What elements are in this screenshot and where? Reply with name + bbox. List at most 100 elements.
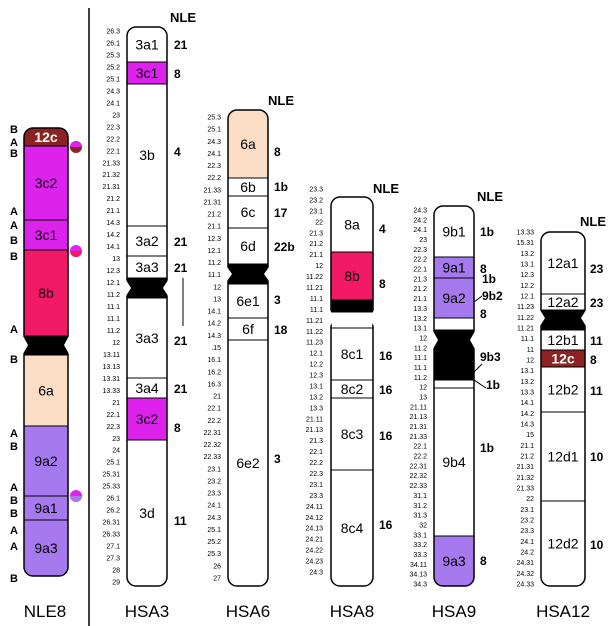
hsa9-side-label: 1b [486, 378, 500, 392]
hsa6-tick: 21.2 [207, 212, 221, 219]
hsa12-tick: 24.32 [516, 571, 534, 578]
hsa6-count: 3 [274, 452, 281, 466]
nle8-ab-letter: B [10, 495, 18, 507]
centromere-notch [264, 267, 269, 281]
hsa6-band-label: 6a [240, 136, 256, 152]
hsa12-tick: 24.1 [520, 539, 534, 546]
hsa3-tick: 26.33 [102, 532, 120, 539]
hsa3-band-label: 3c1 [136, 65, 159, 81]
hsa9-band-label: 9a1 [442, 260, 466, 276]
hsa9-tick: 24.3 [413, 208, 427, 215]
hsa8-name-caption: HSA8 [330, 602, 374, 621]
hsa6-tick: 14.1 [207, 309, 221, 316]
centromere-notch [330, 310, 335, 326]
hsa9-tick: 21.1 [413, 296, 427, 303]
hsa3-count: 21 [174, 334, 188, 348]
hsa3-band-label: 3a4 [135, 380, 159, 396]
hsa12-tick: 21.32 [516, 475, 534, 482]
hsa9-band-label: 9b4 [442, 454, 466, 470]
hsa3-tick: 11.2 [107, 292, 120, 299]
hsa9-tick: 33.2 [413, 542, 427, 549]
hsa12-name-caption: HSA12 [536, 602, 590, 621]
hsa8-band-label: 8c2 [341, 381, 364, 397]
hsa9-count: 8 [480, 262, 487, 276]
hsa8-band-label: 8c1 [341, 346, 364, 362]
hsa12-tick: 21.31 [516, 464, 534, 471]
hsa9-leader-line [473, 363, 483, 373]
hsa6-tick: 14.3 [207, 333, 221, 340]
hsa3-band [127, 83, 167, 227]
hsa12-tick: 11.21 [517, 326, 534, 333]
hsa6-tick: 24.3 [207, 515, 221, 522]
nle8-marker-dot [70, 251, 82, 257]
hsa8-tick: 21.3 [309, 438, 323, 445]
hsa12-band [541, 232, 585, 295]
hsa6-band-label: 6e1 [236, 293, 260, 309]
hsa12-count: 11 [590, 334, 603, 348]
hsa8-tick: 22.3 [309, 471, 323, 478]
hsa8-band-label: 8b [344, 268, 360, 284]
hsa6-tick: 11.2 [208, 260, 221, 267]
hsa6-name-caption: HSA6 [226, 602, 270, 621]
hsa9-tick: 22.2 [413, 257, 427, 264]
hsa12-outline [540, 231, 586, 587]
hsa9-tick: 12 [419, 335, 427, 342]
hsa8-band [331, 327, 373, 381]
hsa6-tick: 11.1 [208, 272, 221, 279]
hsa3-bands [127, 27, 167, 586]
hsa12-band [541, 500, 585, 586]
hsa6-tick: 25.2 [207, 539, 221, 546]
hsa9-name-caption: HSA9 [432, 602, 476, 621]
hsa12-tick: 13.1 [520, 262, 534, 269]
hsa9-tick: 21.2 [413, 286, 427, 293]
hsa12-tick: 23.1 [520, 507, 534, 514]
hsa12-tick: 15.31 [516, 240, 534, 247]
hsa9-tick: 11.2 [414, 345, 427, 352]
centromere-notch [433, 331, 438, 349]
hsa3-tick: 14.1 [106, 244, 120, 251]
nle8-band-label: 9a3 [34, 540, 58, 556]
hsa3-band [127, 225, 167, 257]
hsa8-tick: 11.23 [306, 340, 323, 347]
hsa8-tick: 13.2 [309, 394, 323, 401]
hsa12-tick: 15 [526, 432, 534, 439]
nle8-band-label: 3c2 [35, 175, 58, 191]
hsa6-tick: .15 [211, 345, 221, 352]
hsa9-tick: 34.11 [410, 562, 427, 569]
hsa3-tick: 28 [112, 568, 120, 575]
hsa9-tick: 21.11 [410, 404, 427, 411]
hsa6-count: 17 [274, 206, 288, 220]
hsa3-tick: 21 [112, 400, 120, 407]
centromere [127, 278, 167, 298]
hsa8-band-label: 8c4 [341, 520, 364, 536]
hsa6-nle-marker: NLE [268, 93, 294, 108]
hsa8-tick: 11.21 [306, 318, 323, 325]
hsa9-tick: 24.2 [413, 217, 427, 224]
hsa3-count: 21 [174, 261, 188, 275]
nle8-ab-letter: B [10, 354, 18, 366]
hsa6-band-label: 6f [242, 321, 254, 337]
hsa12-tick: 11.22 [517, 315, 534, 322]
hsa9-tick: 31.3 [413, 513, 427, 520]
hsa9-tick: 31.2 [413, 503, 427, 510]
hsa12-tick: 21.2 [520, 454, 534, 461]
hsa3-tick: 13.11 [103, 352, 120, 359]
hsa9-side-label: 9b3 [480, 350, 501, 364]
hsa6-tick: 22.2 [207, 418, 221, 425]
nle8-ab-letter: A [10, 324, 18, 336]
centromere-notch [581, 310, 586, 326]
hsa6-tick: 25.3 [207, 551, 221, 558]
hsa3-tick: 21.2 [106, 196, 120, 203]
hsa8-band [331, 469, 373, 586]
hsa8-count: 4 [379, 222, 386, 236]
hsa8-count: 8 [379, 277, 386, 291]
hsa6-tick: 16.3 [207, 381, 221, 388]
nle8-ab-letter: A [10, 137, 18, 149]
hsa6-count: 22b [274, 240, 295, 254]
hsa6-tick: 24.1 [207, 151, 221, 158]
centromere [541, 310, 585, 330]
nle8-band-label: 3c1 [35, 227, 58, 243]
hsa8-tick: 11.1 [310, 296, 323, 303]
